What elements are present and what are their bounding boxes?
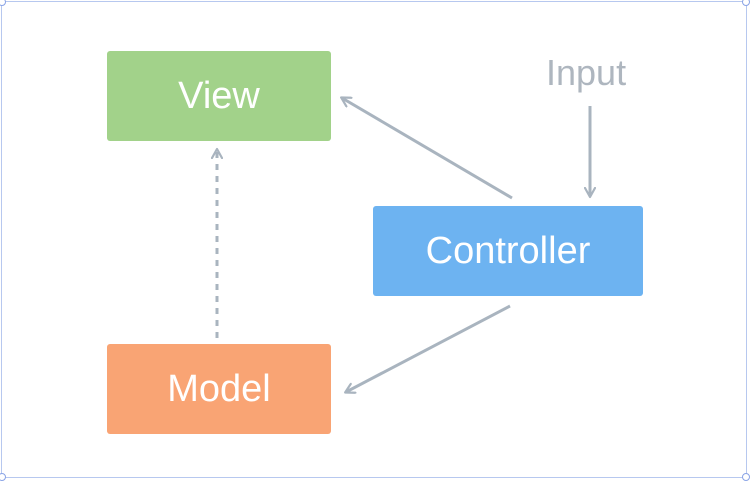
model-node[interactable]: Model bbox=[107, 344, 331, 434]
selection-handle-top-left[interactable] bbox=[0, 0, 6, 6]
input-label: Input bbox=[546, 52, 627, 93]
model-node-label: Model bbox=[167, 367, 271, 410]
view-node[interactable]: View bbox=[107, 51, 331, 141]
controller-node[interactable]: Controller bbox=[373, 206, 643, 296]
edge-controller-to-view bbox=[342, 98, 513, 200]
edge-controller-to-model bbox=[346, 304, 511, 392]
controller-node-label: Controller bbox=[425, 229, 591, 272]
view-node-label: View bbox=[178, 74, 260, 117]
